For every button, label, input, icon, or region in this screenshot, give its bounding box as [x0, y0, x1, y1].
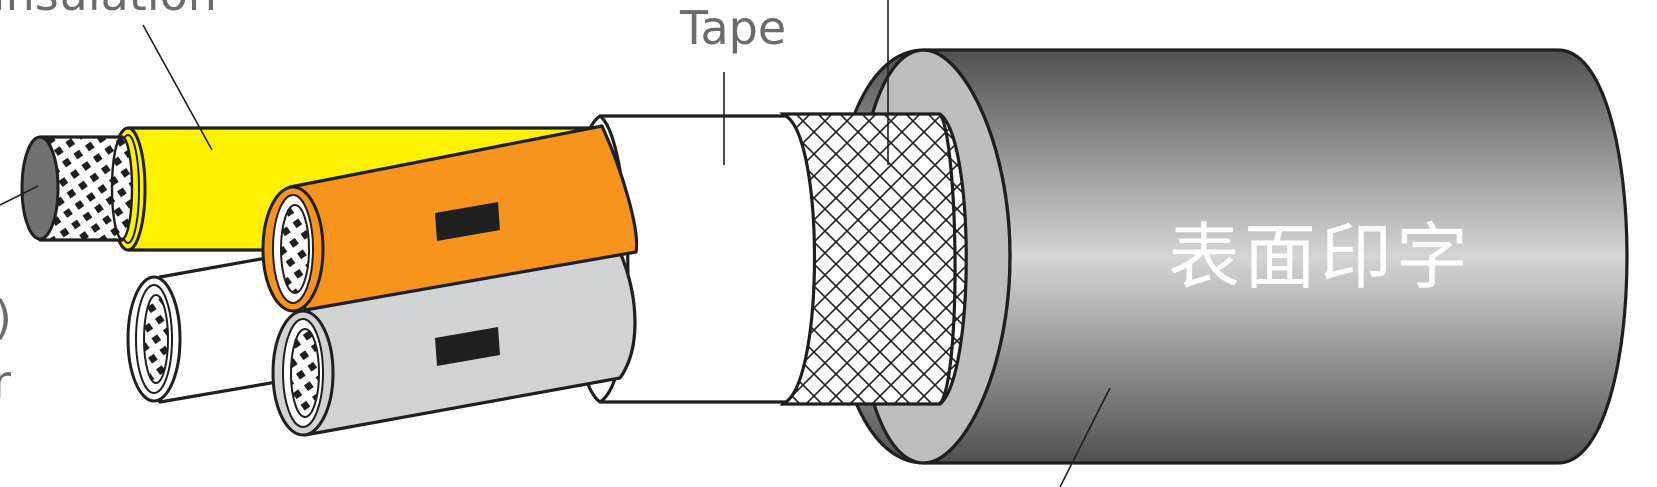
leader-lines	[0, 0, 1111, 487]
sheath-leader	[1059, 387, 1111, 487]
orange-core-stripe	[435, 202, 500, 241]
surface-marking: 表面印字	[1168, 215, 1472, 299]
conductor-leader	[0, 185, 39, 206]
white-core	[126, 250, 302, 404]
label-tape: Tape	[679, 1, 786, 55]
label-insulation: Insulation	[0, 0, 217, 21]
label-partial-paren: )	[0, 291, 12, 345]
gray-core-stripe	[435, 327, 500, 366]
insulation-leader	[142, 24, 213, 151]
gray-core	[271, 250, 637, 437]
orange-core	[261, 124, 639, 313]
label-partial-r: r	[0, 355, 11, 409]
